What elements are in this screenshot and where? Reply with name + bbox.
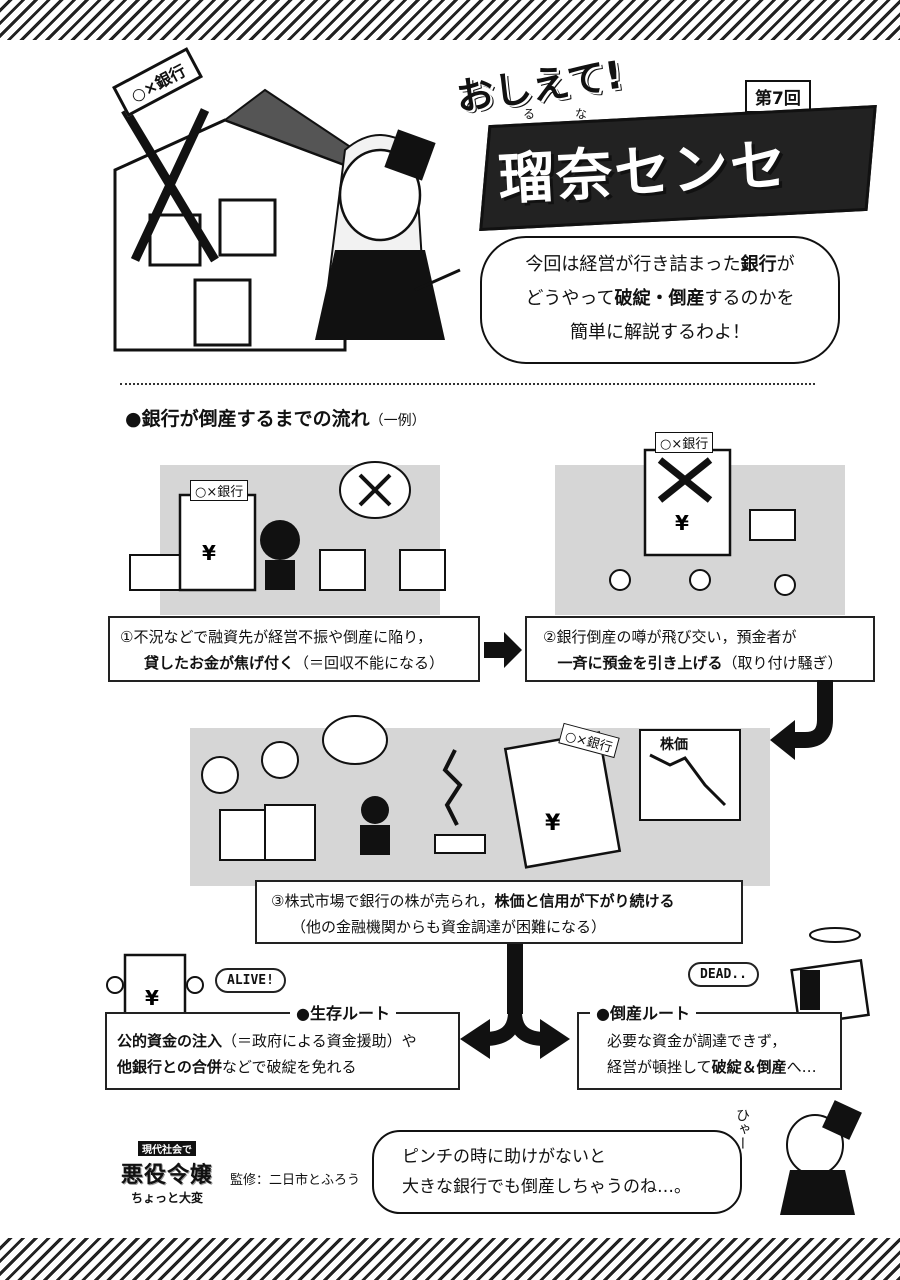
survive-route-title: ●生存ルート [290, 1000, 396, 1024]
section-divider [120, 383, 815, 385]
closing-line1: ピンチの時に助けがないと [402, 1147, 606, 1167]
series-logo-line2: 悪役令嬢 [120, 1163, 213, 1188]
stock-chart-label: 株価 [660, 737, 688, 753]
step3-line2: （他の金融機関からも資金調達が困難になる） [291, 918, 607, 936]
series-logo-line3: ちょっと大変 [130, 1191, 203, 1205]
closing-line2: 大きな銀行でも倒産しちゃうのね…。 [402, 1177, 691, 1197]
bank-building-illustration [113, 88, 357, 352]
step1-text-box: ①不況などで融資先が経営不振や倒産に陥り， 貸したお金が焦げ付く（＝回収不能にな… [108, 616, 480, 682]
bottom-border-stripe [0, 1238, 900, 1280]
series-logo-line1: 現代社会で [138, 1141, 196, 1156]
svg-text:¥: ¥ [202, 541, 216, 565]
closing-speech-bubble: ピンチの時に助けがないと 大きな銀行でも倒産しちゃうのね…。 [372, 1130, 742, 1214]
step2-illustration: ¥ [609, 448, 796, 596]
intro-line-1: 今回は経営が行き詰まった銀行が [525, 254, 795, 275]
survive-box: 公的資金の注入（＝政府による資金援助）や 他銀行との合併などで破綻を免れる [105, 1012, 460, 1090]
sfx-text: ひゃー [734, 1108, 750, 1150]
step1-line1: ①不況などで融資先が経営不振や倒産に陥り， [120, 628, 433, 646]
step1-line2: 貸したお金が焦げ付く（＝回収不能になる） [143, 654, 445, 672]
bankrupt-character [790, 927, 870, 1027]
arrow-split [460, 944, 570, 1059]
top-border-stripe [0, 0, 900, 40]
bankrupt-line2: 経営が頓挫して破綻＆倒産へ… [607, 1058, 817, 1076]
intro-line-3: 簡単に解説するわよ！ [570, 322, 750, 343]
intro-line-2: どうやって破綻・倒産するのかを [525, 288, 795, 309]
step2-line1: ②銀行倒産の噂が飛び交い，預金者が [543, 628, 797, 646]
supervisor-credit: 監修：二日市とふろう [230, 1173, 361, 1188]
step2-bank-sign: ○×銀行 [655, 432, 714, 453]
intro-speech-bubble: 今回は経営が行き詰まった銀行が どうやって破綻・倒産するのかを 簡単に解説するわ… [480, 236, 840, 364]
step1-illustration: ¥ [129, 461, 446, 592]
section-title: ●銀行が倒産するまでの流れ（一例） [125, 408, 426, 430]
step1-bank-sign: ○×銀行 [190, 480, 249, 501]
dead-speech: DEAD.. [688, 962, 759, 987]
step3-text-box: ③株式市場で銀行の株が売られ，株価と信用が下がり続ける （他の金融機関からも資金… [255, 880, 743, 944]
svg-text:¥: ¥ [675, 511, 689, 535]
survive-line2: 他銀行との合併などで破綻を免れる [117, 1058, 357, 1076]
series-title-logo: おしえて! 第7回 瑠奈センセイ! る な [453, 53, 877, 294]
alive-speech: ALIVE! [215, 968, 286, 993]
title-top: おしえて! [453, 52, 626, 120]
arrow-curve-down [770, 680, 833, 760]
survive-line1: 公的資金の注入（＝政府による資金援助）や [117, 1032, 417, 1050]
svg-text:¥: ¥ [145, 986, 159, 1010]
title-ruby-ru: る [523, 107, 536, 121]
step3-line1: ③株式市場で銀行の株が売られ，株価と信用が下がり続ける [271, 892, 675, 910]
episode-badge: 第7回 [745, 80, 811, 113]
step3-illustration: ¥ [201, 715, 741, 869]
teacher-small-illustration [780, 1100, 862, 1215]
title-ruby-na: な [575, 107, 588, 121]
bankrupt-box: 必要な資金が調達できず， 経営が頓挫して破綻＆倒産へ… [577, 1012, 842, 1090]
bankrupt-line1: 必要な資金が調達できず， [607, 1032, 787, 1050]
svg-text:¥: ¥ [545, 811, 561, 836]
step2-line2: 一斉に預金を引き上げる（取り付け騒ぎ） [557, 654, 843, 672]
series-logo: 現代社会で 悪役令嬢 ちょっと大変 [112, 1138, 222, 1218]
arrow-right-1 [484, 632, 522, 668]
survive-character: ¥ [106, 953, 204, 1017]
teacher-character-illustration [315, 129, 461, 340]
step2-text-box: ②銀行倒産の噂が飛び交い，預金者が 一斉に預金を引き上げる（取り付け騒ぎ） [525, 616, 875, 682]
bankrupt-route-title: ●倒産ルート [590, 1000, 696, 1024]
